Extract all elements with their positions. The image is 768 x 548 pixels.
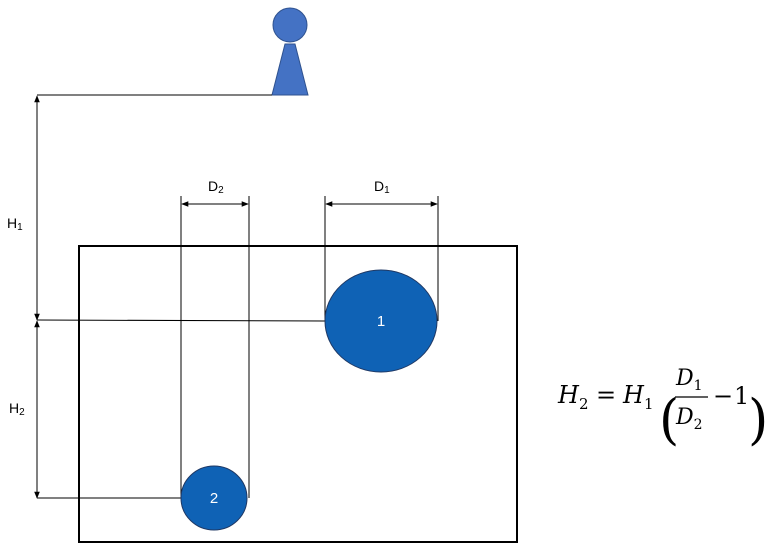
formula-lhs: H2 bbox=[557, 381, 588, 413]
h1-label-main: H bbox=[7, 215, 17, 231]
circle-1-label: 1 bbox=[377, 313, 385, 330]
formula-rhs: H1 bbox=[622, 381, 653, 413]
h2-label-sub: 2 bbox=[19, 407, 25, 418]
figure-body bbox=[271, 43, 309, 96]
formula-right-paren: ) bbox=[748, 388, 768, 451]
circle-2-label: 2 bbox=[210, 490, 218, 507]
d1-label-main: D bbox=[374, 178, 384, 194]
formula-minus: − bbox=[713, 382, 733, 410]
formula: H2 = H1 ( D1 D2 − 1 ) bbox=[557, 366, 768, 451]
h2-label: H2 bbox=[9, 400, 25, 418]
formula-rhs-var: H bbox=[622, 381, 645, 409]
h2-label-main: H bbox=[9, 400, 19, 416]
h1-label-sub: 1 bbox=[17, 222, 23, 233]
d2-label: D2 bbox=[208, 178, 224, 196]
formula-den-sub: 2 bbox=[694, 417, 703, 433]
d1-label: D1 bbox=[374, 178, 390, 196]
person-figure-icon bbox=[271, 7, 309, 96]
d1-label-sub: 1 bbox=[384, 185, 390, 196]
formula-one: 1 bbox=[734, 382, 749, 410]
formula-lhs-sub: 2 bbox=[579, 395, 589, 413]
h1-label: H1 bbox=[7, 215, 23, 233]
formula-equals: = bbox=[596, 381, 616, 409]
formula-num-var: D bbox=[675, 366, 694, 391]
formula-denominator: D2 bbox=[675, 405, 703, 433]
formula-rhs-sub: 1 bbox=[644, 395, 654, 413]
d2-label-sub: 2 bbox=[218, 185, 224, 196]
circle-2 bbox=[180, 465, 248, 531]
formula-left-paren: ( bbox=[659, 388, 679, 451]
scene-rectangle bbox=[78, 245, 518, 543]
formula-num-sub: 1 bbox=[694, 378, 703, 394]
formula-lhs-var: H bbox=[557, 381, 580, 409]
formula-numerator: D1 bbox=[675, 366, 703, 394]
circle-1 bbox=[324, 269, 438, 373]
figure-head bbox=[272, 7, 308, 43]
formula-den-var: D bbox=[675, 405, 694, 430]
d2-label-main: D bbox=[208, 178, 218, 194]
